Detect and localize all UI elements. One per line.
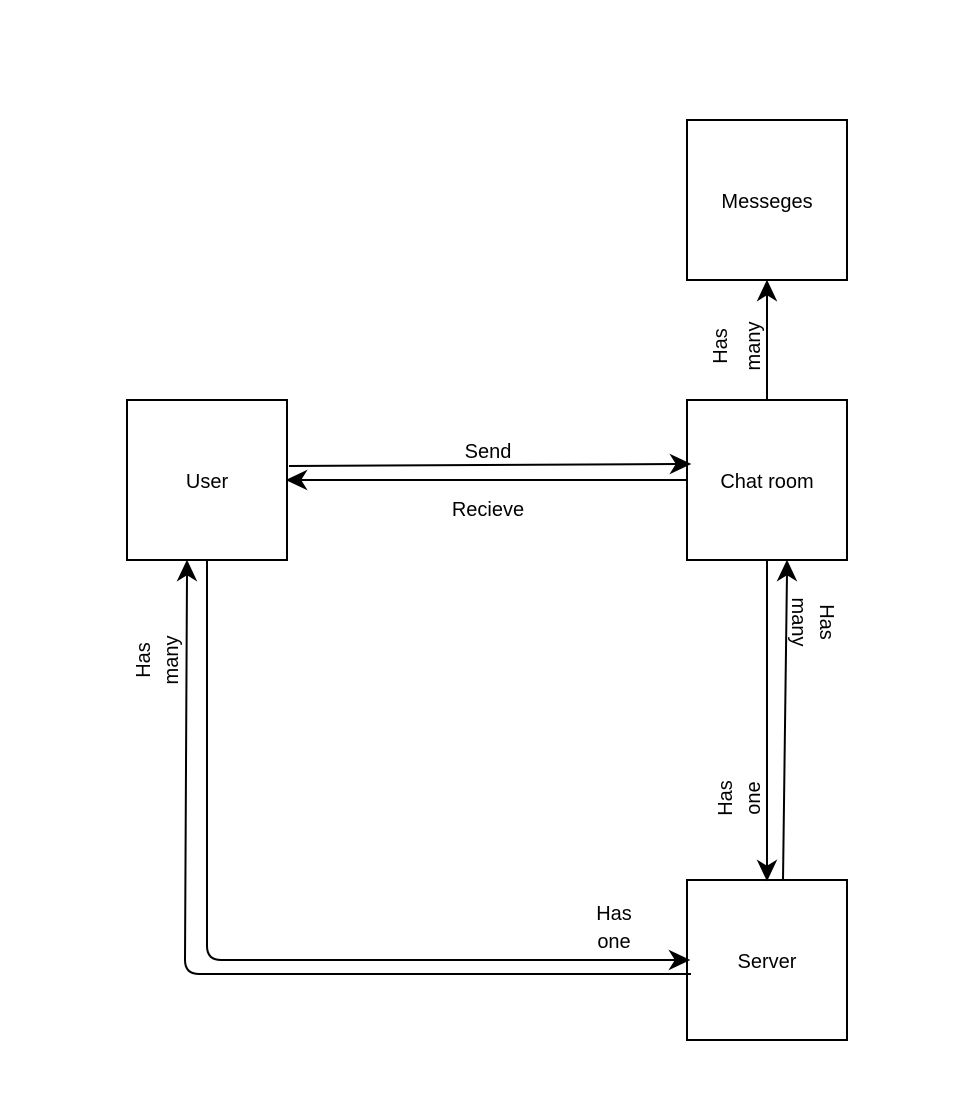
edge-chat-to-user[interactable]: Recieve bbox=[285, 469, 687, 521]
node-server-label: Server bbox=[738, 951, 797, 973]
node-server[interactable]: Server bbox=[686, 879, 848, 1041]
edge-server-to-chat[interactable]: Has many bbox=[776, 559, 837, 881]
node-user-label: User bbox=[186, 471, 229, 493]
node-messages[interactable]: Messeges bbox=[686, 119, 848, 281]
edge-chat-to-messages[interactable]: Has many bbox=[710, 279, 778, 400]
edge-label-line2: many bbox=[743, 322, 765, 371]
edge-label-recieve: Recieve bbox=[452, 499, 524, 521]
edge-label-line2: one bbox=[743, 781, 765, 814]
node-chat-room-label: Chat room bbox=[720, 471, 813, 493]
node-user[interactable]: User bbox=[126, 399, 288, 561]
edge-chat-to-server[interactable]: Has one bbox=[715, 560, 778, 882]
edge-label-line2: many bbox=[161, 636, 183, 685]
edge-label-line1: Has bbox=[596, 903, 632, 925]
edge-user-to-server[interactable]: Has one bbox=[206, 560, 691, 971]
node-messages-label: Messeges bbox=[721, 191, 812, 213]
edge-server-to-user[interactable]: Has many bbox=[133, 559, 691, 975]
edge-user-to-chat[interactable]: Send bbox=[288, 441, 692, 475]
edge-label-line1: Has bbox=[133, 642, 155, 678]
edge-label-line1: Has bbox=[710, 328, 732, 364]
node-chat-room[interactable]: Chat room bbox=[686, 399, 848, 561]
edge-label-send: Send bbox=[465, 441, 512, 463]
edge-label-line2: many bbox=[787, 598, 809, 647]
edge-label-line2: one bbox=[597, 931, 630, 953]
edge-label-line1: Has bbox=[815, 604, 837, 640]
edge-label-line1: Has bbox=[715, 780, 737, 816]
